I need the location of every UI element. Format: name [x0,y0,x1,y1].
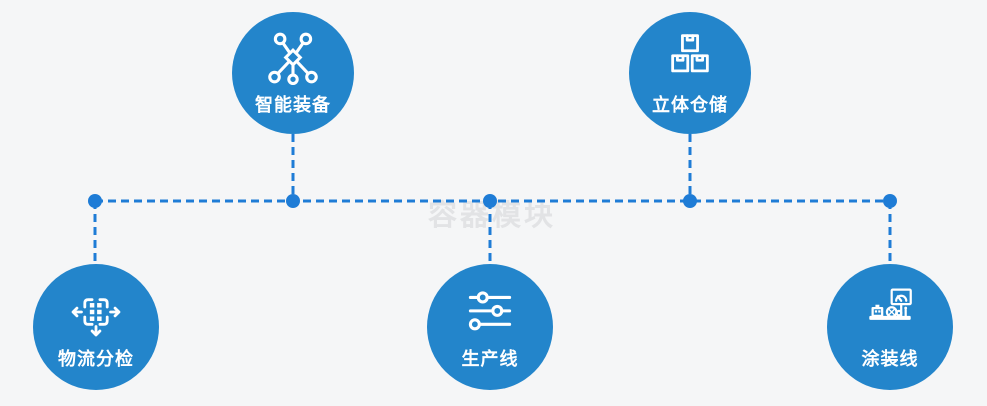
stacked-boxes-icon [671,33,709,72]
node-production-line: 生产线 [427,264,553,390]
sliders-icon [468,290,512,330]
network-nodes-icon [268,32,318,85]
sort-dispatch-icon [71,297,121,336]
node-3d-warehouse: 立体仓储 [629,12,751,134]
node-painting-line: 涂装线 [827,264,953,390]
node-label: 立体仓储 [652,94,728,115]
control-station-icon [869,287,912,320]
node-label: 涂装线 [861,348,919,369]
node-label: 生产线 [461,348,519,369]
node-smart-equipment: 智能装备 [232,12,354,134]
node-label: 智能装备 [255,94,331,115]
node-label: 物流分检 [58,348,134,369]
node-logistics-sorting: 物流分检 [33,264,159,390]
